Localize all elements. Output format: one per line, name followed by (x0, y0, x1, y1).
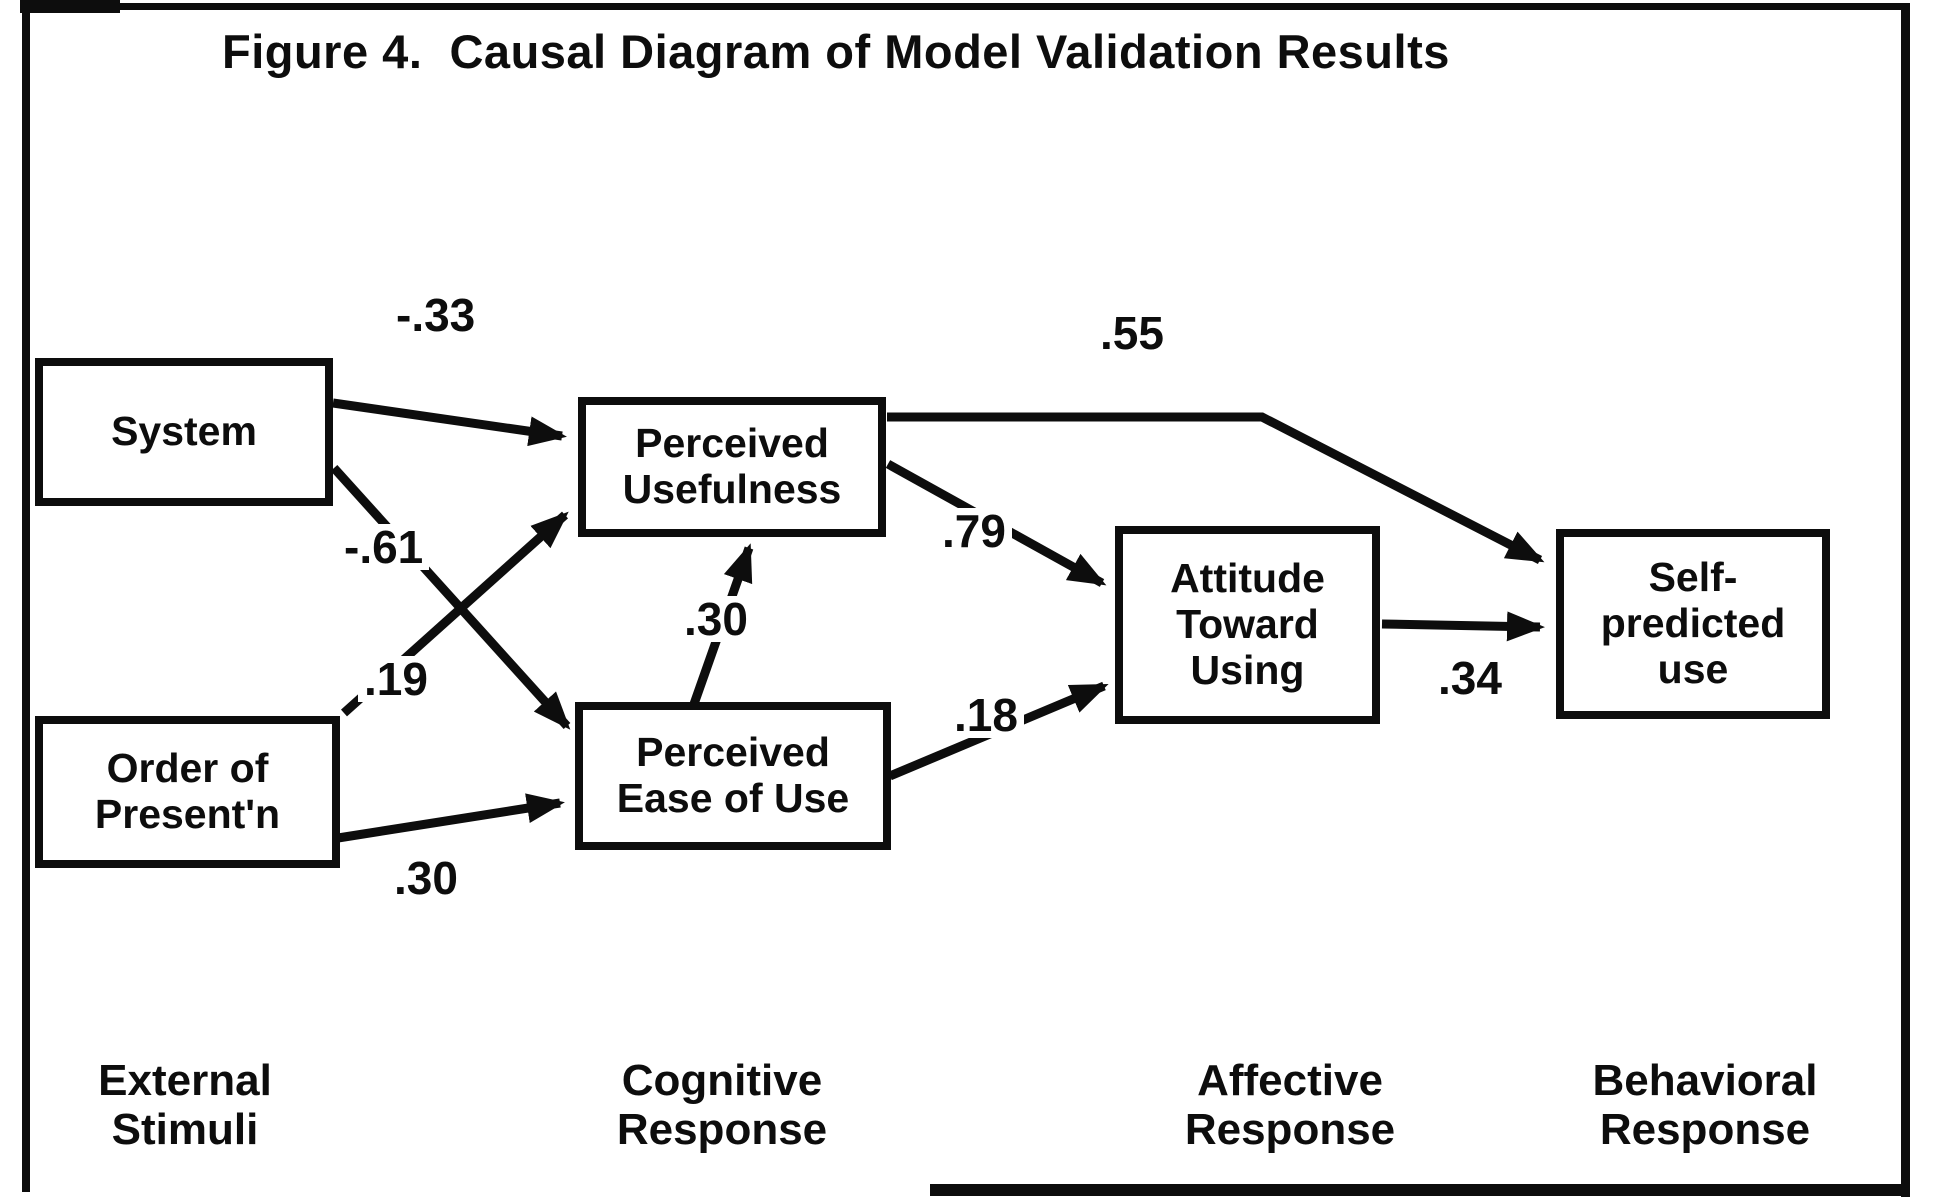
frame-border-top (22, 3, 1910, 10)
coefficient-system-to-usefulness: -.33 (390, 292, 482, 338)
coefficient-usefulness-to-attitude: .79 (936, 508, 1012, 554)
node-system: System (35, 358, 333, 506)
stage-label-behavioral-response: Behavioral Response (1592, 1056, 1818, 1155)
stage-label-cognitive-response: Cognitive Response (616, 1056, 828, 1155)
frame-border-left (22, 0, 30, 1192)
arrow-attitude-to-self-predicted (1381, 611, 1545, 642)
coefficient-order-to-usefulness: .19 (358, 656, 434, 702)
arrow-usefulness-to-self-predicted (887, 412, 1545, 565)
node-order-of-presentation: Order of Present'n (35, 716, 340, 868)
coefficient-system-to-ease-of-use: -.61 (338, 524, 430, 570)
node-perceived-usefulness: Perceived Usefulness (578, 397, 886, 537)
figure-title: Figure 4. Causal Diagram of Model Valida… (222, 25, 1450, 78)
coefficient-ease-of-use-to-usefulness: .30 (678, 596, 754, 642)
coefficient-attitude-to-self-predicted: .34 (1432, 655, 1508, 701)
coefficient-usefulness-to-self-predicted: .55 (1094, 310, 1170, 356)
node-attitude-toward-using: Attitude Toward Using (1115, 526, 1380, 724)
stage-label-external-stimuli: External Stimuli (98, 1056, 272, 1155)
coefficient-ease-of-use-to-attitude: .18 (948, 692, 1024, 738)
node-perceived-ease-of-use: Perceived Ease of Use (575, 702, 891, 850)
arrow-system-to-ease-of-use (330, 464, 571, 730)
coefficient-order-to-ease-of-use: .30 (388, 855, 464, 901)
arrow-order-to-ease-of-use (337, 793, 565, 843)
stage-label-affective-response: Affective Response (1184, 1056, 1396, 1155)
node-self-predicted-use: Self- predicted use (1556, 529, 1830, 719)
frame-border-right (1901, 3, 1910, 1197)
arrow-system-to-usefulness (332, 398, 567, 447)
frame-border-top-corner (20, 0, 120, 13)
frame-border-bottom (930, 1184, 1910, 1196)
